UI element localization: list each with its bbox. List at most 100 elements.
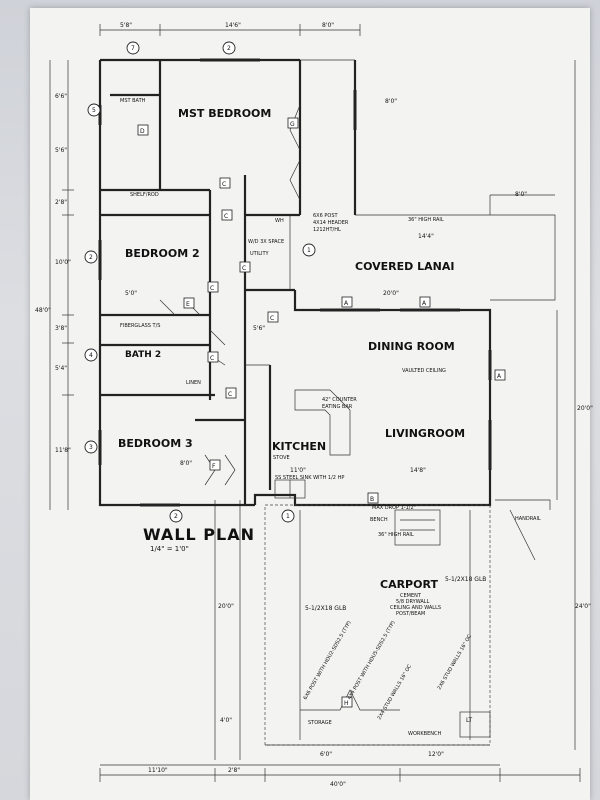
note-max-drop: MAX DROP 1-1/2" bbox=[372, 505, 416, 511]
marker-a-3: A bbox=[497, 373, 502, 380]
marker-c-5: C bbox=[270, 315, 274, 322]
note-wash-dryer: W/D 3X SPACE bbox=[248, 239, 284, 245]
note-post-hdu: 4X4 POST WITH HDU5-SDS2.5 (TYP) bbox=[347, 620, 397, 701]
kitchen-counter bbox=[274, 389, 351, 499]
room-livingroom: LIVINGROOM bbox=[385, 427, 465, 440]
dim-lanai-width: 14'4" bbox=[418, 233, 434, 240]
marker-d: D bbox=[140, 128, 145, 135]
dim-bottom-4: 12'0" bbox=[428, 751, 444, 758]
dim-living-width: 14'8" bbox=[410, 467, 426, 474]
dim-lanai: 20'0" bbox=[383, 290, 399, 297]
interior-walls bbox=[100, 60, 300, 505]
note-post: 6X6 POST bbox=[313, 213, 339, 219]
note-carport-drywall: 5/8 DRYWALL bbox=[396, 599, 430, 605]
marker-c-6: C bbox=[210, 355, 214, 362]
note-carport-cement: CEMENT bbox=[400, 593, 422, 599]
dim-top-2: 14'6" bbox=[225, 22, 241, 29]
room-bedroom-3: BEDROOM 3 bbox=[118, 437, 193, 450]
marker-lt: LT bbox=[466, 717, 473, 724]
note-vaulted-ceiling: VAULTED CEILING bbox=[402, 368, 446, 374]
marker-c-4: C bbox=[210, 285, 214, 292]
marker-2-bottom: 2 bbox=[174, 513, 178, 520]
room-bedroom-2: BEDROOM 2 bbox=[125, 247, 200, 260]
dim-left-3: 2'8" bbox=[55, 199, 67, 206]
marker-c-1: C bbox=[222, 181, 226, 188]
dim-bottom-1: 11'10" bbox=[148, 767, 168, 774]
dim-carport-4: 4'0" bbox=[220, 717, 232, 724]
note-stud-walls-2: 2X4 STUD WALLS 16" OC bbox=[377, 663, 414, 721]
dim-left-1: 6'6" bbox=[55, 93, 67, 100]
marker-c-7: C bbox=[228, 391, 232, 398]
dim-left-6: 5'4" bbox=[55, 365, 67, 372]
dim-closet: 8'0" bbox=[180, 460, 192, 467]
note-fiberglass: FIBERGLASS T/S bbox=[120, 323, 160, 329]
section-markers bbox=[84, 41, 506, 708]
plan-scale: 1/4" = 1'0" bbox=[150, 545, 189, 553]
note-post-hdu-2: 6X6 POST WITH HDU2-SDS2.5 (TYP) bbox=[303, 620, 353, 701]
dim-bottom-total: 40'0" bbox=[330, 781, 346, 788]
note-linen: LINEN bbox=[186, 380, 201, 386]
room-bath-2: BATH 2 bbox=[125, 350, 161, 360]
dim-kitchen-width: 11'0" bbox=[290, 467, 306, 474]
dim-top-1: 5'8" bbox=[120, 22, 132, 29]
marker-b: B bbox=[370, 496, 374, 503]
marker-3: 3 bbox=[89, 444, 93, 451]
note-high-rail-carport: 36" HIGH RAIL bbox=[378, 532, 414, 538]
marker-a-1: A bbox=[344, 300, 349, 307]
dim-left-total: 48'0" bbox=[35, 307, 51, 314]
marker-g: G bbox=[290, 121, 295, 128]
note-high-rail-lanai: 36" HIGH RAIL bbox=[408, 217, 444, 223]
note-workbench: WORKBENCH bbox=[408, 731, 441, 737]
room-mst-bath: MST BATH bbox=[120, 98, 146, 104]
dim-top-3: 8'0" bbox=[322, 22, 334, 29]
dim-hall: 5'6" bbox=[253, 325, 265, 332]
note-header-2: 1212HT/HL bbox=[313, 227, 341, 233]
marker-h: H bbox=[344, 700, 349, 707]
room-storage: STORAGE bbox=[308, 720, 332, 726]
note-wh: WH bbox=[275, 218, 284, 224]
room-covered-lanai: COVERED LANAI bbox=[355, 260, 454, 273]
marker-c-3: C bbox=[242, 265, 246, 272]
dim-bottom-3: 6'0" bbox=[320, 751, 332, 758]
note-shelf-rod: SHELF/ROD bbox=[130, 192, 159, 198]
room-dining: DINING ROOM bbox=[368, 340, 455, 353]
note-carport-ceiling: CEILING AND WALLS bbox=[390, 605, 441, 611]
dimension-lines bbox=[49, 24, 581, 782]
marker-2-top: 2 bbox=[227, 45, 231, 52]
marker-f: F bbox=[212, 463, 216, 470]
marker-7: 7 bbox=[131, 45, 135, 52]
marker-e: E bbox=[186, 301, 190, 308]
marker-5: 5 bbox=[92, 107, 96, 114]
blueprint-sheet bbox=[30, 8, 590, 800]
note-glb-left: 5-1/2X18 GLB bbox=[305, 605, 346, 612]
note-sink: SS STEEL SINK WITH 1/2 HP bbox=[275, 475, 344, 481]
marker-1-lanai: 1 bbox=[307, 247, 311, 254]
dim-right-mid: 20'0" bbox=[577, 405, 593, 412]
dim-bedroom2-closet: 5'0" bbox=[125, 290, 137, 297]
room-kitchen: KITCHEN bbox=[272, 440, 326, 453]
dim-left-2: 5'6" bbox=[55, 147, 67, 154]
marker-c-2: C bbox=[224, 213, 228, 220]
plan-title: WALL PLAN bbox=[143, 525, 255, 544]
marker-2-left: 2 bbox=[89, 254, 93, 261]
note-carport-post: POST/BEAM bbox=[396, 611, 425, 617]
dim-right-top: 8'0" bbox=[385, 98, 397, 105]
marker-4: 4 bbox=[89, 352, 93, 359]
dim-left-4: 10'0" bbox=[55, 259, 71, 266]
dim-left-7: 11'8" bbox=[55, 447, 71, 454]
note-glb-right: 5-1/2X18 GLB bbox=[445, 576, 486, 583]
note-stud-walls: 2X6 STUD WALLS 16" OC bbox=[437, 633, 474, 691]
marker-a-2: A bbox=[422, 300, 427, 307]
dim-bottom-2: 2'8" bbox=[228, 767, 240, 774]
marker-1-bottom: 1 bbox=[286, 513, 290, 520]
dim-right-bottom: 24'0" bbox=[575, 603, 591, 610]
carport-structure bbox=[264, 499, 551, 746]
note-header: 4X14 HEADER bbox=[313, 220, 349, 226]
note-handrail: HANDRAIL bbox=[515, 516, 541, 522]
room-carport: CARPORT bbox=[380, 578, 438, 591]
dim-left-5: 3'8" bbox=[55, 325, 67, 332]
dim-carport-h: 20'0" bbox=[218, 603, 234, 610]
note-counter: 42" COUNTER bbox=[322, 397, 357, 403]
